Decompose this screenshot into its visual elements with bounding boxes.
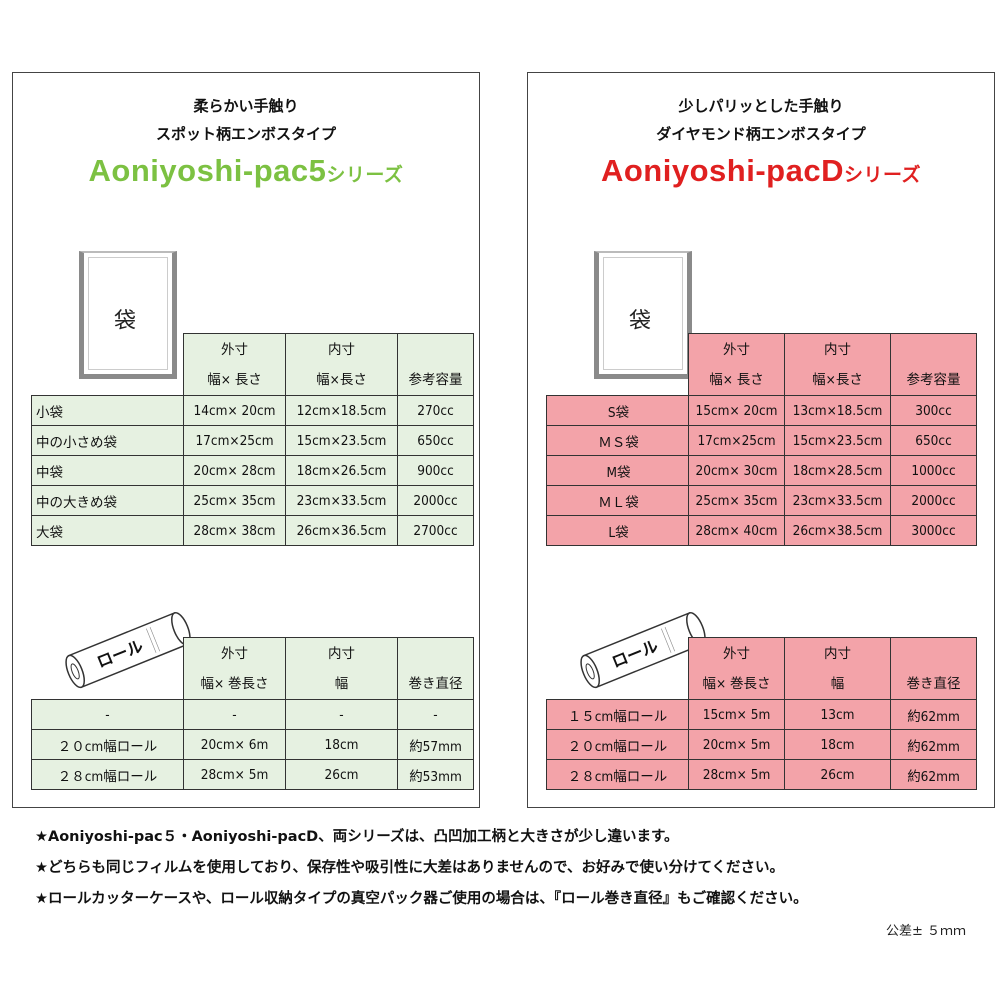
table-row: ＭＳ袋 17cm×25cm 15cm×23.5cm 650cc <box>546 425 977 456</box>
roll-size-table: 外寸幅× 巻長さ 内寸幅 巻き直径 １５cm幅ロール 15cm× 5m 13cm… <box>546 637 977 790</box>
series-suffix: シリーズ <box>843 165 922 186</box>
bag-label: 袋 <box>629 309 652 334</box>
emboss-type: スポット柄エンボスタイプ <box>155 125 336 143</box>
emboss-type: ダイヤモンド柄エンボスタイプ <box>656 125 866 143</box>
roll-illustration: ロール <box>65 611 191 689</box>
series-title: Aoniyoshi-pac5シリーズ <box>13 153 479 189</box>
capacity-header: 参考容量 <box>890 333 977 396</box>
inner-size-header: 内寸幅×長さ <box>784 333 891 396</box>
table-row: 中の大きめ袋 25cm× 35cm 23cm×33.5cm 2000cc <box>31 485 474 516</box>
table-row: S袋 15cm× 20cm 13cm×18.5cm 300cc <box>546 395 977 426</box>
note-line: ★ロールカッターケースや、ロール収納タイプの真空パック器ご使用の場合は、『ロール… <box>35 891 808 907</box>
inner-size-header: 内寸幅 <box>784 637 891 700</box>
bag-illustration: 袋 <box>594 251 692 379</box>
texture-description: 少しパリッとした手触り <box>678 97 844 115</box>
outer-size-header: 外寸幅× 巻長さ <box>183 637 286 700</box>
table-row: ２０cm幅ロール 20cm× 5m 18cm 約62mm <box>546 729 977 760</box>
inner-size-header: 内寸幅×長さ <box>285 333 398 396</box>
table-row: ２８cm幅ロール 28cm× 5m 26cm 約53mm <box>31 759 474 790</box>
outer-size-header: 外寸幅× 長さ <box>688 333 785 396</box>
table-row: ＭＬ袋 25cm× 35cm 23cm×33.5cm 2000cc <box>546 485 977 516</box>
notes: ★Aoniyoshi-pac５・Aoniyoshi-pacD、両シリーズは、凸凹… <box>35 826 975 919</box>
table-row: L袋 28cm× 40cm 26cm×38.5cm 3000cc <box>546 515 977 546</box>
table-row: M袋 20cm× 30cm 18cm×28.5cm 1000cc <box>546 455 977 486</box>
diameter-header: 巻き直径 <box>397 637 474 700</box>
table-header-row: 外寸幅× 長さ 内寸幅×長さ 参考容量 <box>32 333 474 396</box>
diameter-header: 巻き直径 <box>890 637 977 700</box>
capacity-header: 参考容量 <box>397 333 474 396</box>
note-line: ★どちらも同じフィルムを使用しており、保存性や吸引性に大差はありませんので、お好… <box>35 860 785 876</box>
bag-label: 袋 <box>114 309 137 334</box>
table-row: ２０cm幅ロール 20cm× 6m 18cm 約57mm <box>31 729 474 760</box>
table-header-row: 外寸幅× 長さ 内寸幅×長さ 参考容量 <box>547 333 977 396</box>
bag-size-table: 外寸幅× 長さ 内寸幅×長さ 参考容量 小袋 14cm× 20cm 12cm×1… <box>31 333 474 546</box>
series-title: Aoniyoshi-pacDシリーズ <box>528 153 994 189</box>
bag-size-table: 外寸幅× 長さ 内寸幅×長さ 参考容量 S袋 15cm× 20cm 13cm×1… <box>546 333 977 546</box>
tolerance-note: 公差± ５ｍｍ <box>885 924 966 939</box>
series-panel-pacd: 少しパリッとした手触り ダイヤモンド柄エンボスタイプ Aoniyoshi-pac… <box>527 72 995 808</box>
series-name: Aoniyoshi-pac5 <box>88 153 327 188</box>
texture-description: 柔らかい手触り <box>193 97 299 115</box>
roll-size-table: 外寸幅× 巻長さ 内寸幅 巻き直径 - - - - ２０cm幅ロール 20cm×… <box>31 637 474 790</box>
table-row: 小袋 14cm× 20cm 12cm×18.5cm 270cc <box>31 395 474 426</box>
outer-size-header: 外寸幅× 長さ <box>183 333 286 396</box>
inner-size-header: 内寸幅 <box>285 637 398 700</box>
bag-illustration: 袋 <box>79 251 177 379</box>
table-row: 大袋 28cm× 38cm 26cm×36.5cm 2700cc <box>31 515 474 546</box>
table-row: - - - - <box>31 699 474 730</box>
series-suffix: シリーズ <box>326 165 404 186</box>
table-row: 中袋 20cm× 28cm 18cm×26.5cm 900cc <box>31 455 474 486</box>
table-row: 中の小さめ袋 17cm×25cm 15cm×23.5cm 650cc <box>31 425 474 456</box>
note-line: ★Aoniyoshi-pac５・Aoniyoshi-pacD、両シリーズは、凸凹… <box>35 829 679 845</box>
table-row: ２８cm幅ロール 28cm× 5m 26cm 約62mm <box>546 759 977 790</box>
outer-size-header: 外寸幅× 巻長さ <box>688 637 785 700</box>
series-name: Aoniyoshi-pacD <box>600 153 844 188</box>
table-row: １５cm幅ロール 15cm× 5m 13cm 約62mm <box>546 699 977 730</box>
table-header-row: 外寸幅× 巻長さ 内寸幅 巻き直径 <box>32 637 474 700</box>
roll-illustration: ロール <box>580 611 706 689</box>
series-panel-pac5: 柔らかい手触り スポット柄エンボスタイプ Aoniyoshi-pac5シリーズ … <box>12 72 480 808</box>
table-header-row: 外寸幅× 巻長さ 内寸幅 巻き直径 <box>547 637 977 700</box>
